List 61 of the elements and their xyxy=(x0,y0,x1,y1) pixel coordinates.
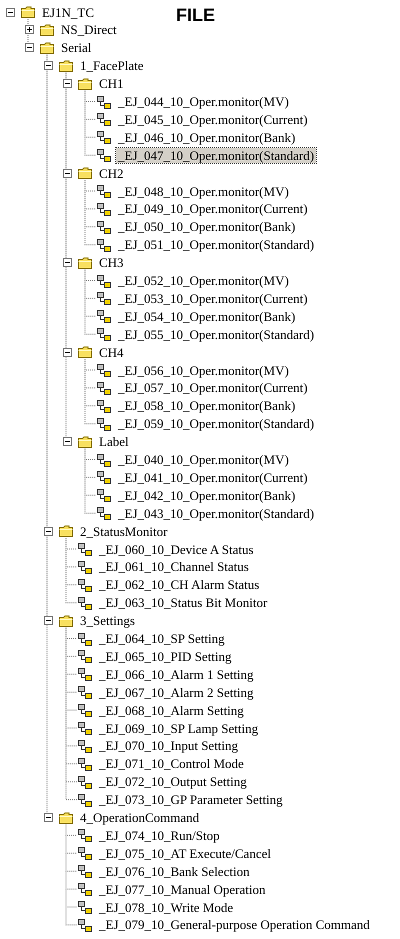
item-label: 3_Settings xyxy=(79,613,136,628)
item-label: _EJ_041_10_Oper.monitor(Current) xyxy=(116,470,309,485)
selected-item-label: _EJ_047_10_Oper.monitor(Standard) xyxy=(116,148,316,163)
item-label: _EJ_079_10_General-purpose Operation Command xyxy=(98,917,371,932)
tree-line xyxy=(84,358,96,424)
tree-line xyxy=(46,54,48,814)
item-label: _EJ_057_10_Oper.monitor(Current) xyxy=(116,380,309,396)
item-label: EJ1N_TC xyxy=(41,4,95,20)
item-label: _EJ_058_10_Oper.monitor(Bank) xyxy=(116,398,296,414)
item-label: _EJ_054_10_Oper.monitor(Bank) xyxy=(116,308,296,324)
item-label: _EJ_061_10_Channel Status xyxy=(98,559,250,574)
item-label: _EJ_063_10_Status Bit Monitor xyxy=(98,595,268,610)
item-label: _EJ_045_10_Oper.monitor(Current) xyxy=(116,112,309,127)
item-label: _EJ_046_10_Oper.monitor(Bank) xyxy=(116,130,296,145)
item-label: _EJ_065_10_PID Setting xyxy=(98,648,233,664)
item-label: _EJ_051_10_Oper.monitor(Standard) xyxy=(116,237,316,252)
item-label: _EJ_059_10_Oper.monitor(Standard) xyxy=(116,416,316,432)
item-label: CH1 xyxy=(98,76,125,92)
item-label: _EJ_070_10_Input Setting xyxy=(98,738,240,754)
item-label: 2_StatusMonitor xyxy=(79,524,168,539)
item-label: _EJ_040_10_Oper.monitor(MV) xyxy=(116,452,290,467)
item-label: _EJ_068_10_Alarm Setting xyxy=(98,702,245,718)
item-label: _EJ_066_10_Alarm 1 Setting xyxy=(98,666,255,682)
item-label: _EJ_078_10_Write Mode xyxy=(98,900,234,914)
item-label: _EJ_073_10_GP Parameter Setting xyxy=(98,792,284,808)
item-label: _EJ_069_10_SP Lamp Setting xyxy=(98,720,260,736)
item-label: _EJ_074_10_Run/Stop xyxy=(98,828,221,843)
item-label: _EJ_064_10_SP Setting xyxy=(98,631,226,646)
item-label: Serial xyxy=(60,40,92,56)
tree-line xyxy=(84,90,96,156)
item-label: _EJ_071_10_Control Mode xyxy=(98,756,245,772)
item-label: _EJ_044_10_Oper.monitor(MV) xyxy=(116,94,290,109)
item-label: _EJ_052_10_Oper.monitor(MV) xyxy=(116,273,290,288)
tree-line xyxy=(84,269,96,335)
item-label: CH4 xyxy=(98,344,125,360)
item-label: _EJ_053_10_Oper.monitor(Current) xyxy=(116,290,309,306)
item-label: _EJ_067_10_Alarm 2 Setting xyxy=(98,684,255,700)
item-label: CH2 xyxy=(98,166,125,181)
item-label: _EJ_042_10_Oper.monitor(Bank) xyxy=(116,488,296,503)
item-label: NS_Direct xyxy=(60,22,118,38)
item-label: CH3 xyxy=(98,255,125,270)
item-label: _EJ_056_10_Oper.monitor(MV) xyxy=(116,362,290,378)
tree-line xyxy=(66,538,78,604)
item-label: _EJ_055_10_Oper.monitor(Standard) xyxy=(116,326,316,342)
item-label: 4_OperationCommand xyxy=(79,810,200,825)
item-label: _EJ_077_10_Manual Operation xyxy=(98,882,266,897)
item-label: _EJ_075_10_AT Execute/Cancel xyxy=(98,846,272,861)
item-label: _EJ_072_10_Output Setting xyxy=(98,774,248,790)
tree-line xyxy=(84,180,96,246)
item-label: _EJ_060_10_Device A Status xyxy=(98,542,255,556)
title: FILE xyxy=(176,5,215,26)
item-label: _EJ_076_10_Bank Selection xyxy=(98,864,251,879)
item-label: _EJ_062_10_CH Alarm Status xyxy=(98,577,260,592)
item-label: 1_FacePlate xyxy=(79,58,145,74)
item-label: _EJ_048_10_Oper.monitor(MV) xyxy=(116,184,290,198)
tree-line xyxy=(66,824,78,926)
tree-line xyxy=(84,448,96,514)
item-label: _EJ_049_10_Oper.monitor(Current) xyxy=(116,201,309,216)
item-label: Label xyxy=(98,434,130,450)
item-label: _EJ_043_10_Oper.monitor(Standard) xyxy=(116,506,316,521)
item-label: _EJ_050_10_Oper.monitor(Bank) xyxy=(116,219,296,234)
